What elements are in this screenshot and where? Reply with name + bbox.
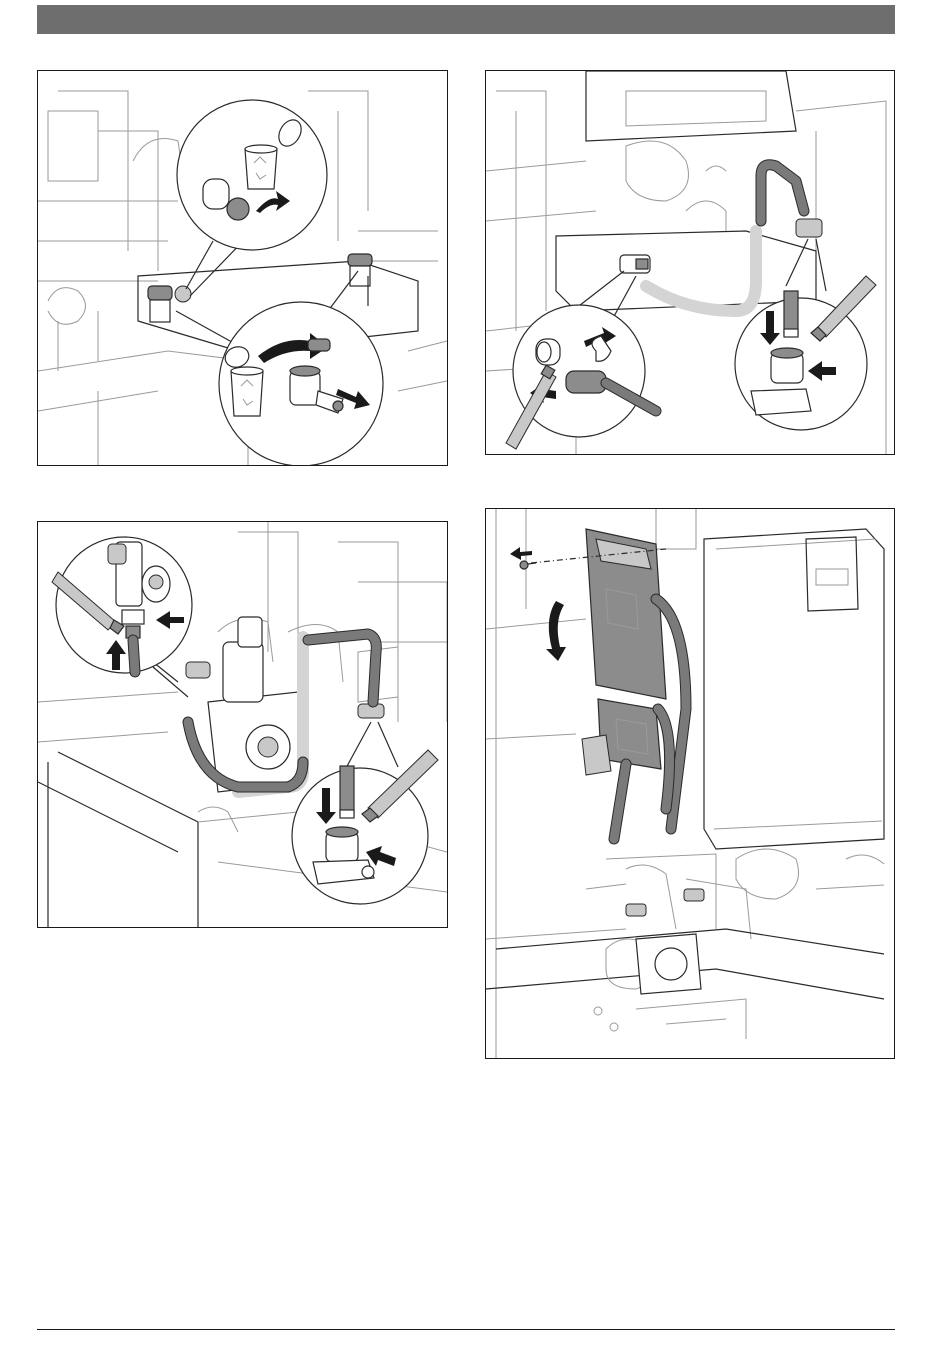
illustration-panel-pump-hose (37, 521, 448, 928)
illustration-panel-plug-removal (37, 70, 448, 466)
header-bar (37, 5, 895, 34)
control-box (582, 529, 666, 775)
illustration-panel-hose-fitting (485, 70, 895, 455)
arrow-icon (510, 547, 532, 560)
detail-circle-left (52, 537, 192, 673)
plug-removal-illustration (38, 71, 447, 465)
control-box-illustration (486, 509, 894, 1058)
fitting-left (148, 286, 191, 322)
fitting-top (620, 219, 822, 273)
pump-hose-illustration (38, 522, 447, 927)
detail-circle-top (177, 100, 327, 250)
callout-line-right (786, 239, 826, 291)
hose-ghost-path (646, 231, 756, 311)
detail-circle-right (292, 750, 438, 904)
footer-rule (37, 1329, 895, 1330)
hose (761, 165, 804, 221)
pump-lower (626, 889, 704, 994)
illustration-panel-control-box (485, 508, 895, 1059)
arrow-icon (546, 601, 566, 661)
hose-fitting-illustration (486, 71, 894, 454)
detail-circle-bottom (219, 302, 383, 465)
